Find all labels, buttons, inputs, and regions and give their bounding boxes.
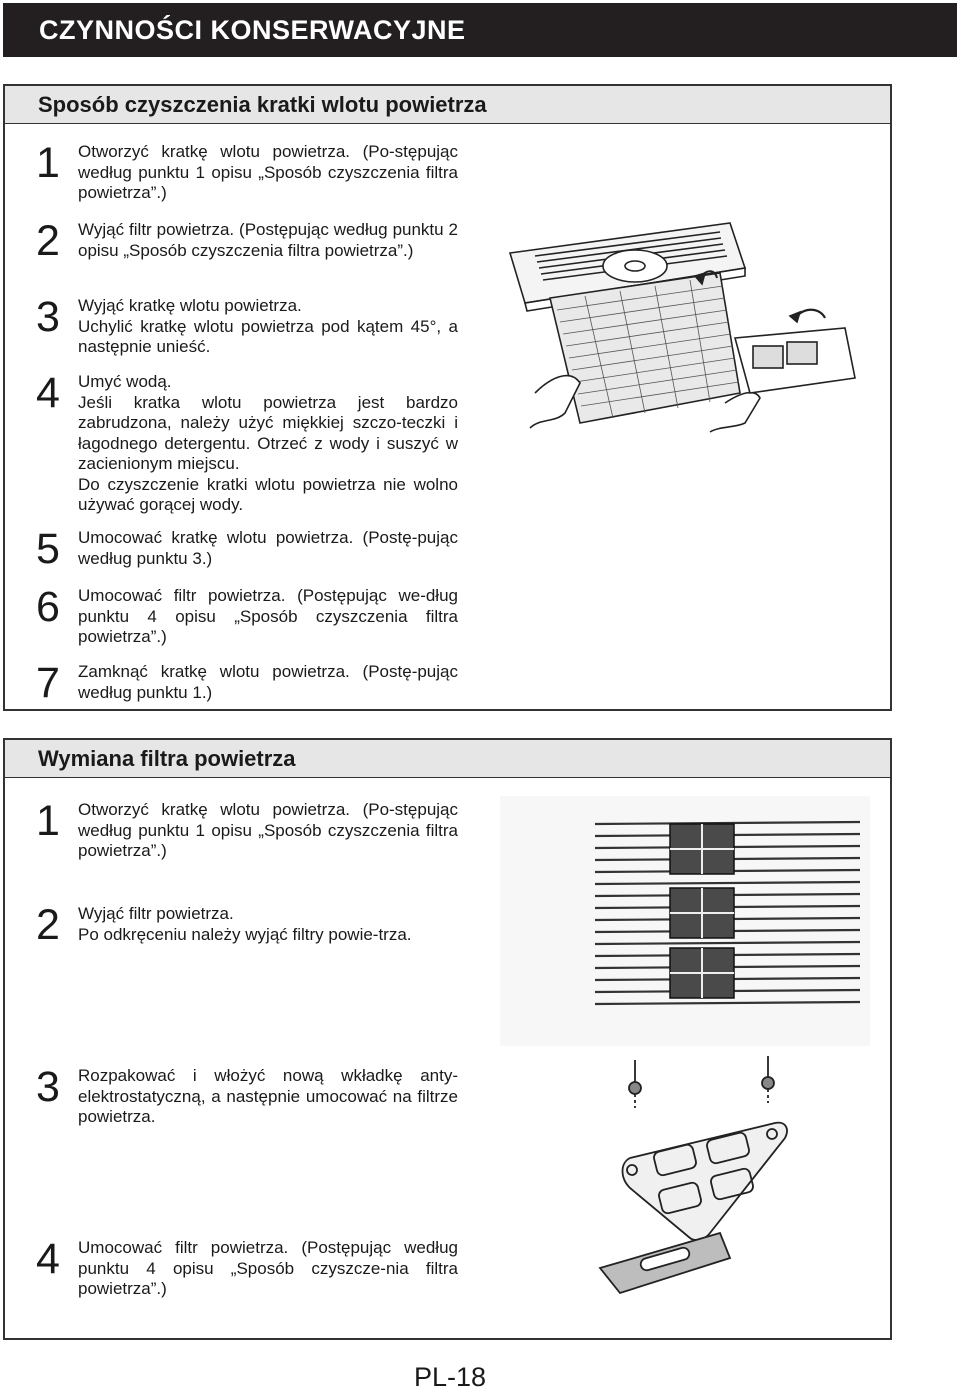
step-text: Wyjąć kratkę wlotu powietrza. Uchylić kr… xyxy=(78,296,458,358)
step-text: Umyć wodą. Jeśli kratka wlotu powietrza … xyxy=(78,372,458,516)
step-line: Uchylić kratkę wlotu powietrza pod kątem… xyxy=(78,316,458,357)
step-line: Wyjąć filtr powietrza. (Postępując wedłu… xyxy=(78,220,458,260)
section-grille-cleaning: Sposób czyszczenia kratki wlotu powietrz… xyxy=(3,84,892,711)
step-line: Rozpakować i włożyć nową wkładkę anty-el… xyxy=(78,1066,458,1126)
page-header: CZYNNOŚCI KONSERWACYJNE xyxy=(3,3,957,57)
step-text: Zamknąć kratkę wlotu powietrza. (Postę-p… xyxy=(78,662,458,703)
step-number: 4 xyxy=(36,369,60,417)
section-title-bar: Wymiana filtra powietrza xyxy=(5,740,890,778)
step-line: Wyjąć filtr powietrza. xyxy=(78,904,234,923)
page-number: PL-18 xyxy=(413,1362,487,1392)
filter-insert-illustration xyxy=(598,1056,788,1295)
step-text: Umocować filtr powietrza. (Postępując we… xyxy=(78,1238,458,1300)
step-number: 6 xyxy=(36,583,60,631)
step-number: 3 xyxy=(36,293,60,341)
section-filter-replacement: Wymiana filtra powietrza 1 Otworzyć krat… xyxy=(3,738,892,1340)
section-title: Sposób czyszczenia kratki wlotu powietrz… xyxy=(38,92,487,117)
step-text: Rozpakować i włożyć nową wkładkę anty-el… xyxy=(78,1066,458,1128)
step-line: Umyć wodą. xyxy=(78,372,172,391)
step-line: Po odkręceniu należy wyjąć filtry powie-… xyxy=(78,924,412,944)
step-line: Jeśli kratka wlotu powietrza jest bardzo… xyxy=(78,392,458,474)
step-line: Otworzyć kratkę wlotu powietrza. (Po-stę… xyxy=(78,142,458,202)
page-title: CZYNNOŚCI KONSERWACYJNE xyxy=(39,15,466,45)
step-text: Otworzyć kratkę wlotu powietrza. (Po-stę… xyxy=(78,142,458,204)
step-text: Umocować kratkę wlotu powietrza. (Postę-… xyxy=(78,528,458,569)
step-line: Umocować filtr powietrza. (Postępując we… xyxy=(78,586,458,646)
step-text: Umocować filtr powietrza. (Postępując we… xyxy=(78,586,458,648)
step-number: 1 xyxy=(36,797,60,845)
step-line: Wyjąć kratkę wlotu powietrza. xyxy=(78,296,302,315)
step-text: Wyjąć filtr powietrza. (Postępując wedłu… xyxy=(78,220,458,261)
air-filter-frame-illustration xyxy=(500,796,870,1046)
step-text: Wyjąć filtr powietrza. Po odkręceniu nal… xyxy=(78,904,458,945)
step-line: Zamknąć kratkę wlotu powietrza. (Postę-p… xyxy=(78,662,458,702)
step-number: 5 xyxy=(36,525,60,573)
section-title: Wymiana filtra powietrza xyxy=(38,746,296,771)
step-number: 7 xyxy=(36,659,60,707)
step-text: Otworzyć kratkę wlotu powietrza. (Po-stę… xyxy=(78,800,458,862)
step-number: 2 xyxy=(36,901,60,949)
step-number: 4 xyxy=(36,1235,60,1283)
step-line: Umocować filtr powietrza. (Postępując we… xyxy=(78,1238,458,1298)
step-number: 3 xyxy=(36,1063,60,1111)
step-number: 2 xyxy=(36,217,60,265)
step-line: Otworzyć kratkę wlotu powietrza. (Po-stę… xyxy=(78,800,458,860)
cassette-grille-illustration xyxy=(508,222,856,433)
step-line: Do czyszczenie kratki wlotu powietrza ni… xyxy=(78,474,458,515)
section-title-bar: Sposób czyszczenia kratki wlotu powietrz… xyxy=(5,86,890,124)
step-line: Umocować kratkę wlotu powietrza. (Postę-… xyxy=(78,528,458,568)
step-number: 1 xyxy=(36,139,60,187)
